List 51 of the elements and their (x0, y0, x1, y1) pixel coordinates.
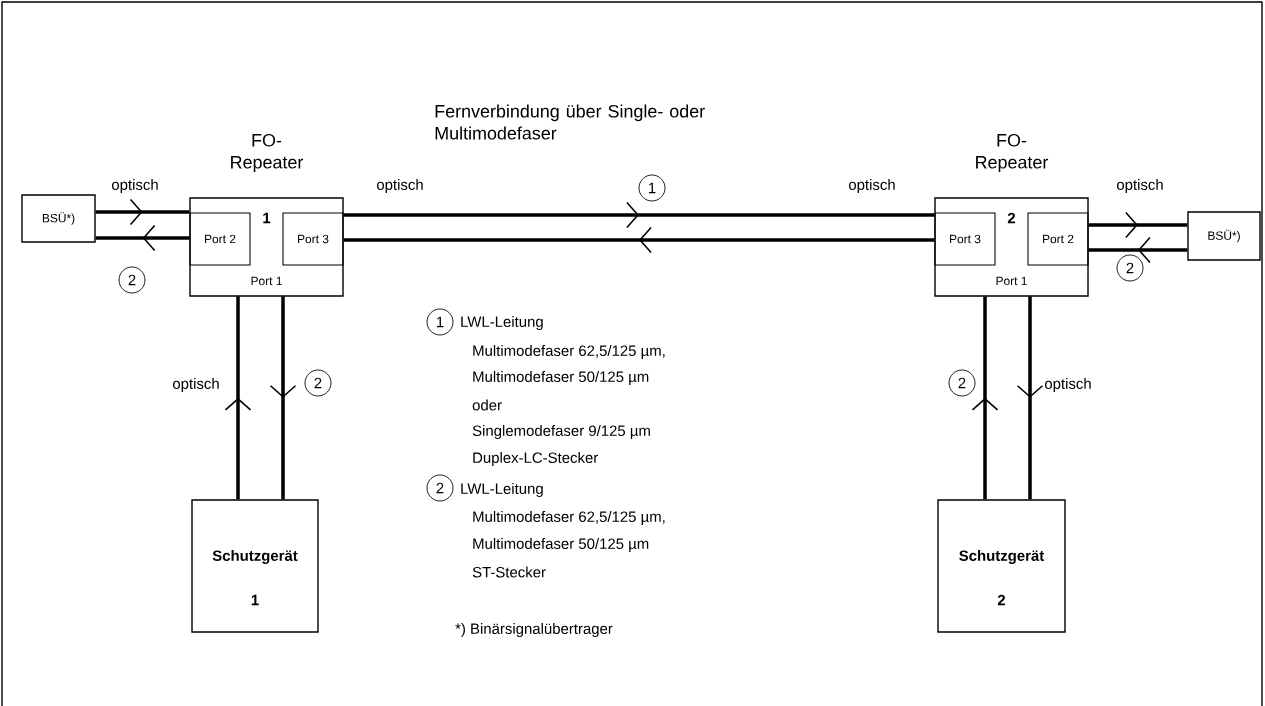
fiber-line (1088, 211, 1188, 239)
port-label: Port 1 (251, 276, 282, 286)
device-label: Schutzgerät (959, 550, 1045, 564)
fiber-line (95, 198, 190, 226)
note-text: optisch (1044, 378, 1091, 392)
callout-number: 2 (304, 369, 332, 397)
port-box: Port 3 (282, 212, 344, 266)
note-text: Multimodefaser 62,5/125 µm, (473, 511, 665, 525)
signal-box: BSÜ*) (21, 194, 96, 243)
port-box: Port 2 (189, 212, 251, 266)
note-text: Multimodefaser 62,5/125 µm, (473, 345, 665, 359)
port-label: Port 1 (996, 276, 1027, 286)
fiber-line (1088, 236, 1188, 264)
note-text: ST-Stecker (472, 566, 546, 578)
note-text: Duplex-LC-Stecker (473, 452, 598, 466)
note-text: LWL-Leitung (461, 483, 543, 497)
callout-number: 2 (118, 266, 146, 294)
port-box: Port 2 (1027, 212, 1089, 266)
note-text: optisch (112, 179, 158, 193)
note-text: *) Binärsignalübertrager (455, 623, 613, 637)
note-text: oder (472, 399, 502, 411)
note-text: Singlemodefaser 9/125 µm (472, 425, 650, 439)
callout-number: 1 (426, 308, 454, 336)
device-label: Schutzgerät (212, 550, 298, 564)
device-number: 1 (263, 212, 271, 224)
port-box: Port 3 (934, 212, 996, 266)
fiber-line (224, 296, 252, 500)
device-label: 1 (251, 594, 259, 606)
note-text: Multimodefaser 50/125 µm (473, 538, 649, 552)
callout-number: 2 (426, 474, 454, 502)
device-title: FO- Repeater (976, 133, 1049, 173)
fiber-line (95, 224, 190, 252)
callout-number: 2 (1116, 254, 1144, 282)
fiber-line (269, 296, 297, 500)
signal-box: BSÜ*) (1187, 211, 1261, 261)
callout-number: 1 (638, 174, 666, 202)
fiber-line (343, 201, 935, 229)
heading: Fernverbindung über Single- oder Multimodefaser (435, 104, 705, 140)
note-text: Multimodefaser 50/125 µm (473, 371, 649, 385)
note-text: LWL-Leitung (461, 316, 543, 330)
note-text: optisch (1116, 179, 1163, 193)
device-label: 2 (997, 594, 1006, 606)
fiber-line (1016, 296, 1044, 500)
callout-number: 2 (948, 369, 976, 397)
note-text: optisch (848, 179, 895, 193)
fiber-line (343, 226, 935, 254)
note-text: optisch (377, 179, 423, 193)
fiber-line (971, 296, 999, 500)
note-text: optisch (173, 378, 219, 392)
device-title: FO- Repeater (231, 133, 304, 173)
device-number: 2 (1007, 212, 1016, 224)
